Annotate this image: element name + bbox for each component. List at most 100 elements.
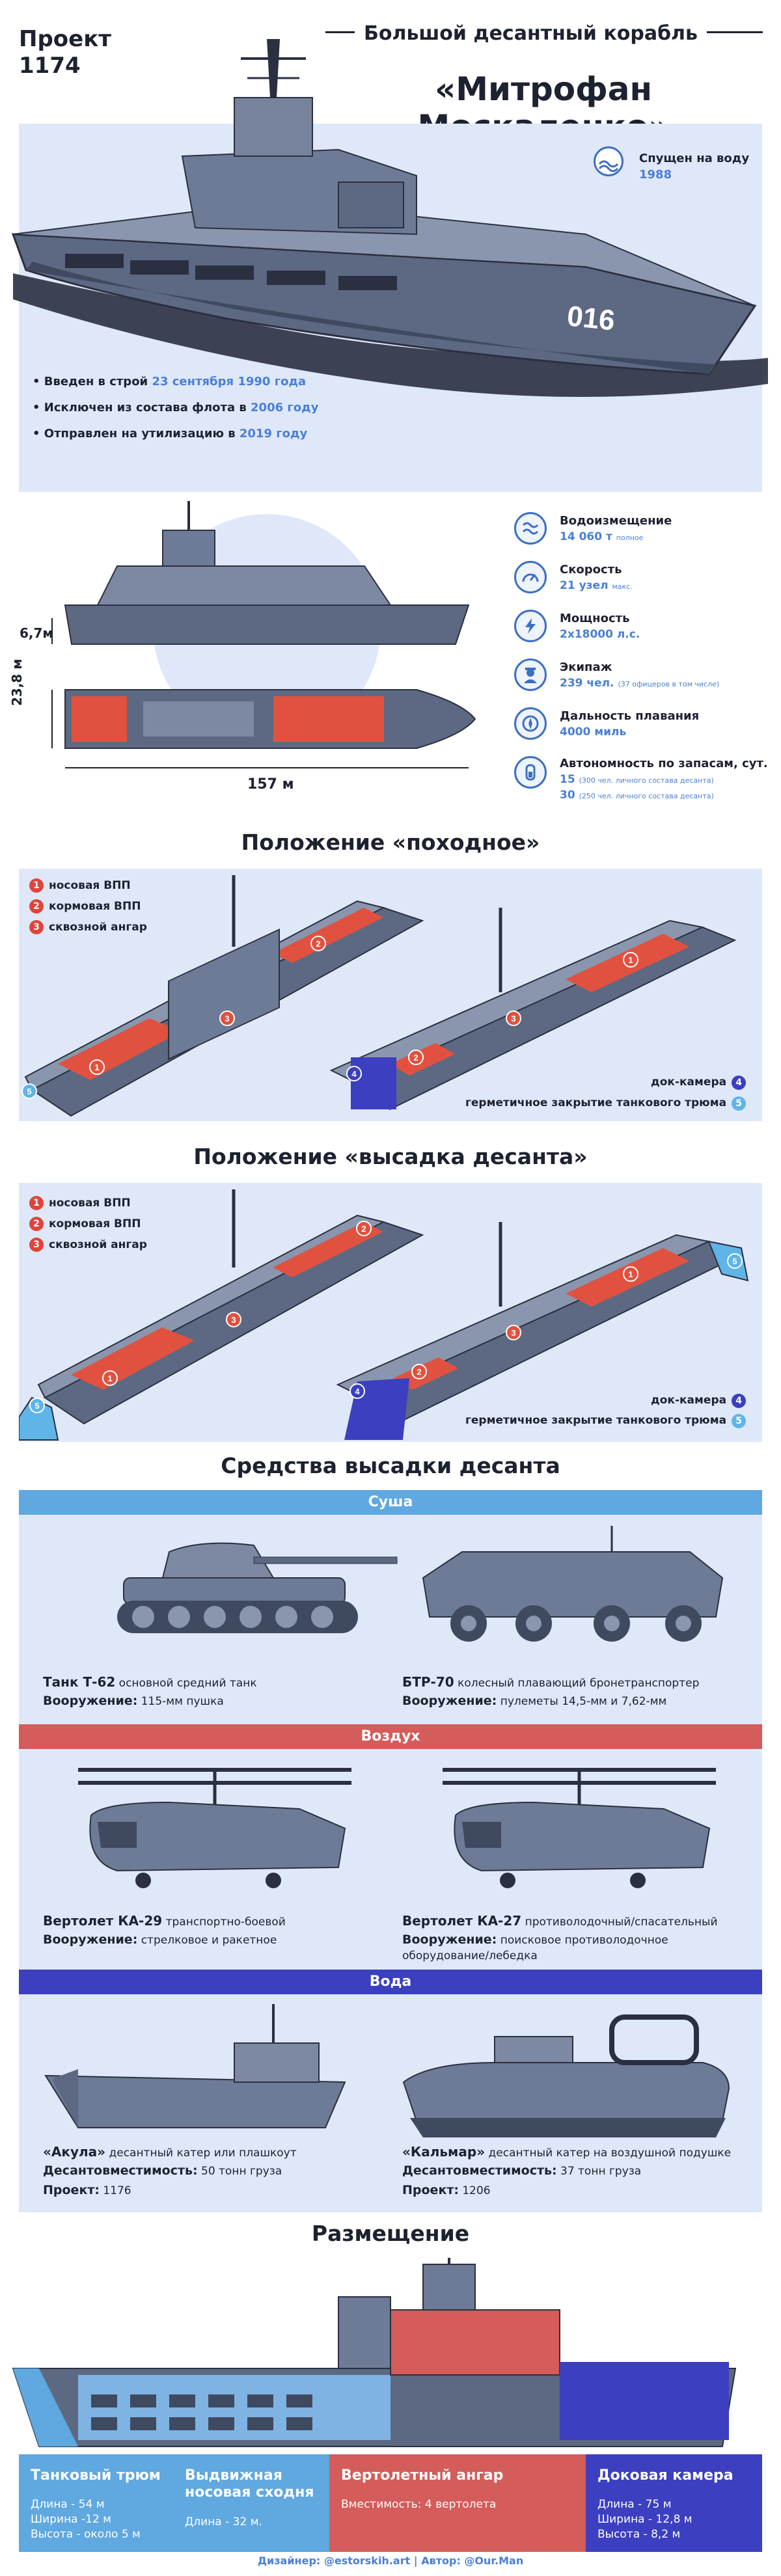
- footer-tank-hold-title: Танковый трюм: [31, 2467, 161, 2484]
- svg-text:2: 2: [413, 1053, 418, 1063]
- footer-tank-hold: Танковый трюм Длина - 54 м Ширина -12 м …: [19, 2454, 173, 2552]
- ka29-armament: Вооружение: стрелковое и ракетное: [43, 1932, 277, 1947]
- btr-armament: Вооружение: пулеметы 14,5-мм и 7,62-мм: [402, 1694, 667, 1708]
- placement-title: Размещение: [311, 2221, 470, 2246]
- ka27-title: Вертолет КА-27 противолодочный/спасатель…: [402, 1913, 718, 1929]
- footer-tank-hold-line: Высота - около 5 м: [31, 2528, 141, 2542]
- hero-ship-illustration: 016: [11, 39, 768, 397]
- footer-ramp-title: Выдвижная носовая сходня: [185, 2467, 314, 2501]
- placement-cutaway-illustration: [12, 2258, 737, 2447]
- svg-text:1: 1: [628, 955, 633, 965]
- project-label: Проект: [19, 26, 111, 52]
- speedometer-icon: [514, 561, 547, 593]
- footer-dock-line: Ширина - 12,8 м: [597, 2513, 692, 2527]
- length-label: 157 м: [247, 776, 294, 793]
- sailor-icon: [514, 658, 547, 691]
- compass-icon: [514, 707, 547, 740]
- fact-scrapped: • Отправлен на утилизацию в 2019 году: [33, 427, 308, 441]
- march-ships-illustration: 1 2 3 1 2 3 4 5: [21, 875, 737, 1117]
- dimensions-diagram: [51, 501, 476, 768]
- svg-text:4: 4: [355, 1387, 360, 1396]
- spec-range-label: Дальность плавания: [560, 709, 700, 723]
- footer-tank-hold-line: Длина - 54 м: [31, 2498, 105, 2512]
- fact-decommissioned: • Исключен из состава флота в 2006 году: [33, 401, 319, 414]
- lightning-icon: [514, 610, 547, 642]
- band-air: Воздух: [19, 1724, 762, 1749]
- ka27-armament: Вооружение: поисковое противолодочное об…: [402, 1932, 668, 1962]
- kalmar-title: «Кальмар» десантный катер на воздушной п…: [402, 2144, 732, 2160]
- waves-icon: [594, 146, 623, 176]
- project-number: 1174: [19, 52, 81, 79]
- hull-number: 016: [566, 300, 616, 336]
- spec-autonomy-label: Автономность по запасам, сут.: [560, 757, 768, 770]
- ka29-title: Вертолет КА-29 транспортно-боевой: [43, 1913, 286, 1929]
- akula-project: Проект: 1176: [43, 2183, 131, 2197]
- footer-hangar-line: Вместимость: 4 вертолета: [341, 2498, 497, 2512]
- svg-text:3: 3: [231, 1315, 236, 1325]
- svg-text:5: 5: [732, 1256, 737, 1266]
- means-title: Средства высадки десанта: [221, 1453, 560, 1478]
- draft-label: 6,7м: [20, 625, 53, 641]
- spec-displacement-value: 14 060 т полное: [560, 530, 644, 543]
- launched-year: 1988: [639, 168, 672, 182]
- svg-text:4: 4: [351, 1069, 357, 1079]
- svg-text:3: 3: [511, 1014, 515, 1024]
- svg-text:3: 3: [225, 1014, 229, 1024]
- legend-bow-pad-2: носовая ВПП: [49, 1197, 131, 1210]
- width-label: 23,8 м: [9, 658, 25, 706]
- spec-range-value: 4000 миль: [560, 725, 627, 739]
- project-block: Проект 1174: [19, 26, 111, 79]
- spec-power-value: 2х18000 л.с.: [560, 628, 640, 641]
- supply-icon: [514, 756, 547, 789]
- akula-capacity: Десантовместимость: 50 тонн груза: [43, 2163, 282, 2178]
- fact-commissioned: • Введен в строй 23 сентября 1990 года: [33, 375, 307, 388]
- spec-crew-value: 239 чел. (37 офицеров в том числе): [560, 677, 720, 690]
- footer-ramp-line: Длина - 32 м.: [185, 2515, 262, 2529]
- footer-tank-hold-line: Ширина -12 м: [31, 2513, 111, 2527]
- band-water: Вода: [19, 1970, 762, 1994]
- kalmar-capacity: Десантовместимость: 37 тонн груза: [402, 2163, 642, 2178]
- tank-armament: Вооружение: 115-мм пушка: [43, 1694, 224, 1708]
- march-title: Положение «походное»: [241, 830, 540, 855]
- spec-power-label: Мощность: [560, 612, 630, 625]
- svg-text:2: 2: [361, 1224, 366, 1234]
- hero-facts: • Введен в строй 23 сентября 1990 года •…: [33, 369, 318, 447]
- spec-autonomy-value-2: 30 (250 чел. личного состава десанта): [560, 789, 714, 802]
- spec-speed-label: Скорость: [560, 563, 622, 576]
- footer-hangar: Вертолетный ангар Вместимость: 4 вертоле…: [329, 2454, 586, 2552]
- footer-ramp: Выдвижная носовая сходня Длина - 32 м.: [173, 2454, 329, 2552]
- spec-autonomy-value-1: 15 (300 чел. личного состава десанта): [560, 773, 714, 786]
- legend-stern-pad-2: кормовая ВПП: [49, 1217, 141, 1230]
- credits: Дизайнер: @estorskih.art | Автор: @Our.M…: [257, 2555, 524, 2567]
- svg-text:1: 1: [94, 1063, 99, 1072]
- svg-text:5: 5: [27, 1087, 31, 1096]
- spec-displacement-label: Водоизмещение: [560, 514, 672, 528]
- landing-title: Положение «высадка десанта»: [193, 1144, 588, 1169]
- land-vehicles-illustration: [117, 1526, 724, 1642]
- legend-hangar: сквозной ангар: [49, 921, 147, 934]
- band-land: Суша: [19, 1490, 762, 1515]
- btr-title: БТР-70 колесный плавающий бронетранспорт…: [402, 1674, 700, 1690]
- launched-label: Спущен на воду: [639, 152, 750, 165]
- footer-dock-title: Доковая камера: [597, 2467, 733, 2484]
- tank-title: Танк Т-62 основной средний танк: [43, 1674, 257, 1690]
- legend-bow-pad: носовая ВПП: [49, 879, 131, 892]
- legend-hangar-2: сквозной ангар: [49, 1238, 147, 1251]
- water-icon: [514, 512, 547, 545]
- akula-title: «Акула» десантный катер или плашкоут: [43, 2144, 297, 2160]
- footer-dock: Доковая камера Длина - 75 м Ширина - 12,…: [586, 2454, 762, 2552]
- spec-crew-label: Экипаж: [560, 660, 612, 674]
- footer-dock-line: Длина - 75 м: [597, 2498, 672, 2512]
- landing-ships-illustration: 1 2 3 1 2 3 4 5 5: [19, 1189, 749, 1441]
- footer-hangar-title: Вертолетный ангар: [341, 2467, 504, 2484]
- page-subtitle: Большой десантный корабль: [355, 22, 707, 45]
- svg-text:2: 2: [417, 1367, 421, 1377]
- svg-text:1: 1: [628, 1269, 633, 1279]
- svg-text:2: 2: [316, 939, 320, 949]
